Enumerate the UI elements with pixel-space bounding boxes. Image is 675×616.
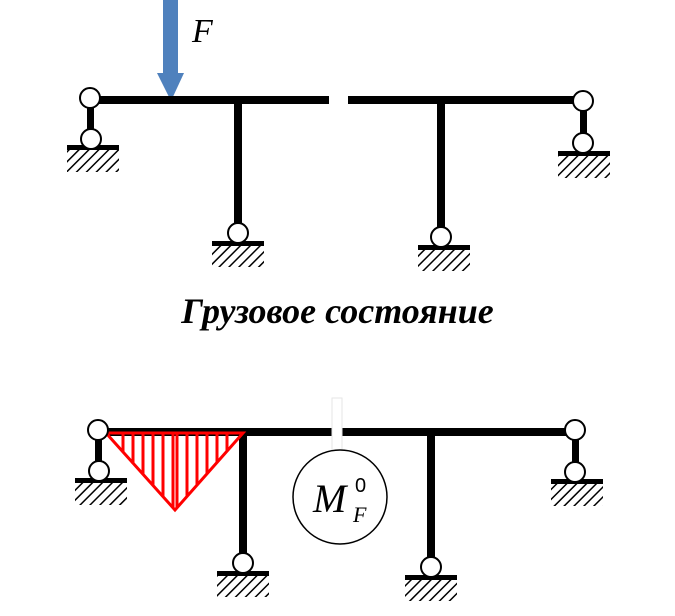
force-arrow: [157, 0, 184, 101]
bottom-right-column-support: [405, 556, 457, 601]
load-state-caption: Грузовое состояние: [181, 291, 494, 331]
left-column: [234, 100, 242, 226]
moment-label-badge: M 0 F: [292, 449, 388, 545]
bottom-right-column: [427, 432, 435, 562]
right-column-support: [418, 226, 470, 271]
bottom-right-hinged-support: [551, 419, 603, 506]
moment-label-subscript: F: [352, 502, 367, 527]
right-beam: [348, 96, 574, 104]
moment-diagram-scheme: M 0 F: [75, 397, 603, 601]
moment-label-superscript: 0: [355, 475, 366, 497]
bottom-left-hinged-support: [75, 419, 127, 505]
moment-label-main: M: [312, 476, 349, 521]
right-column: [437, 100, 445, 230]
left-column-support: [212, 222, 264, 267]
right-hinged-support: [558, 90, 610, 178]
load-state-scheme: F: [67, 0, 610, 271]
left-beam: [94, 96, 329, 104]
bottom-left-column-support: [217, 552, 269, 597]
left-hinged-support: [67, 87, 119, 172]
moment-diagram-triangle: [102, 431, 247, 513]
bottom-left-column: [239, 432, 247, 557]
force-label: F: [191, 13, 214, 50]
